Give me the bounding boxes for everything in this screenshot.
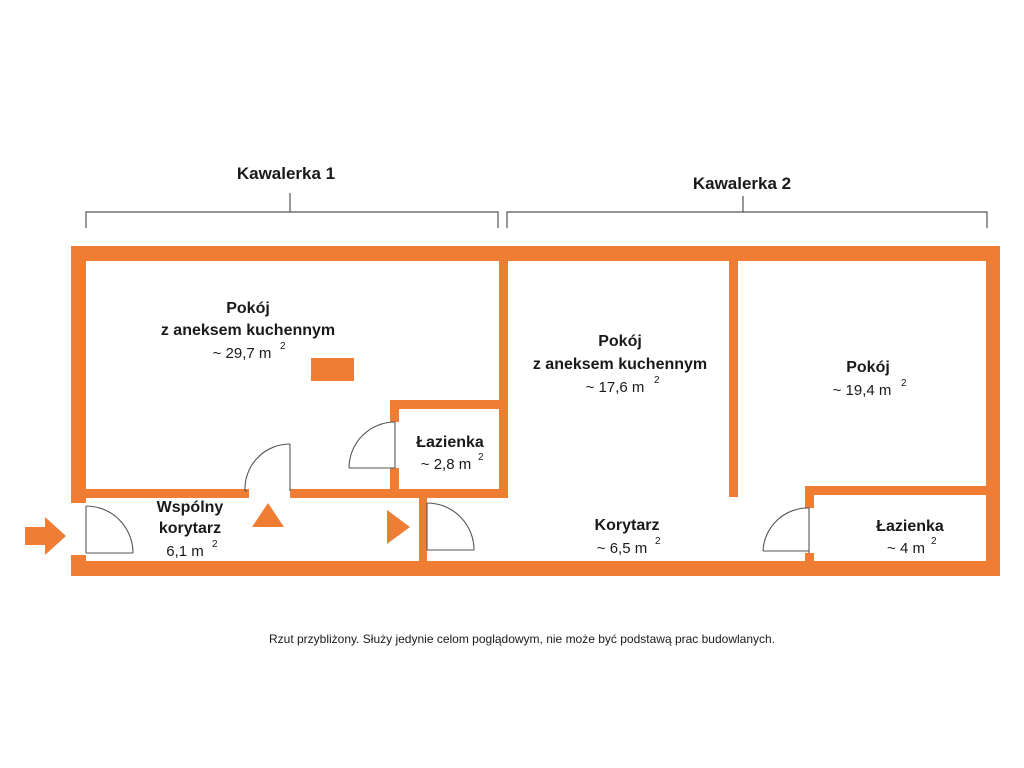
- walls: [71, 246, 1000, 576]
- entrance-door: [85, 505, 134, 554]
- room-name-line2: z aneksem kuchennym: [161, 322, 335, 339]
- wall-room-divider: [729, 246, 738, 497]
- room-korytarz: Korytarz ~ 6,5 m 2: [595, 517, 661, 557]
- disclaimer-text: Rzut przybliżony. Służy jedynie celom po…: [269, 632, 775, 646]
- room-pokoj-1: Pokój z aneksem kuchennym ~ 29,7 m 2: [161, 300, 335, 362]
- area-unit-sup: 2: [654, 375, 660, 386]
- wall-divider-apartments: [499, 246, 508, 497]
- room-name: Korytarz: [595, 517, 660, 534]
- room-pokoj-2: Pokój z aneksem kuchennym ~ 17,6 m 2: [533, 333, 707, 396]
- room-pokoj-3: Pokój ~ 19,4 m 2: [833, 359, 907, 399]
- room-wspolny-korytarz: Wspólny korytarz 6,1 m 2: [157, 499, 224, 560]
- wall-bathroom1-left-lower: [390, 468, 399, 498]
- room-name-line1: Pokój: [598, 333, 642, 350]
- room-area: ~ 2,8 m: [421, 456, 471, 473]
- wall-shared-corridor-top-left: [71, 489, 249, 498]
- room-name: Pokój: [846, 359, 890, 376]
- room-name-line1: Pokój: [226, 300, 270, 317]
- door-room1: [244, 443, 291, 492]
- entrance-arrow-icon: [25, 517, 66, 555]
- apartment-bracket-2: [506, 196, 988, 228]
- room-lazienka-1: Łazienka ~ 2,8 m 2: [416, 434, 484, 473]
- area-unit-sup: 2: [931, 536, 937, 547]
- wall-left-upper: [71, 246, 86, 503]
- room-area: ~ 4 m: [887, 540, 925, 557]
- markers: [25, 503, 410, 555]
- room-lazienka-2: Łazienka ~ 4 m 2: [876, 518, 944, 557]
- room-name: Łazienka: [416, 434, 484, 451]
- area-unit-sup: 2: [212, 539, 218, 550]
- wall-corridor-divider: [419, 497, 427, 576]
- door-bathroom1: [348, 421, 396, 469]
- up-arrow-icon: [252, 503, 284, 527]
- wall-right: [986, 246, 1000, 576]
- apartment-label-2: Kawalerka 2: [693, 174, 791, 193]
- room-area: ~ 29,7 m: [213, 345, 272, 362]
- area-unit-sup: 2: [280, 341, 286, 352]
- kitchen-block: [311, 358, 354, 381]
- area-unit-sup: 2: [655, 536, 661, 547]
- wall-bathroom2-left-lower: [805, 553, 814, 576]
- wall-left-lower: [71, 555, 86, 576]
- door-bathroom2: [762, 507, 810, 553]
- room-area: ~ 6,5 m: [597, 540, 647, 557]
- room-area: 6,1 m: [166, 543, 204, 560]
- room-area: ~ 19,4 m: [833, 382, 892, 399]
- room-name: Łazienka: [876, 518, 944, 535]
- area-unit-sup: 2: [478, 452, 484, 463]
- wall-bathroom1-top: [390, 400, 508, 409]
- wall-bottom: [71, 561, 1000, 576]
- doors: [85, 421, 810, 554]
- right-arrow-icon: [387, 510, 410, 544]
- door-corridor: [426, 502, 475, 551]
- room-area: ~ 17,6 m: [586, 379, 645, 396]
- wall-bathroom1-left-upper: [390, 400, 399, 422]
- area-unit-sup: 2: [901, 378, 907, 389]
- room-name-line2: z aneksem kuchennym: [533, 356, 707, 373]
- apartment-label-1: Kawalerka 1: [237, 164, 335, 183]
- room-name-line2: korytarz: [159, 520, 221, 537]
- apartment-bracket-1: [85, 193, 499, 228]
- room-name-line1: Wspólny: [157, 499, 224, 516]
- wall-bathroom2-top: [805, 486, 1000, 495]
- wall-top: [71, 246, 1000, 261]
- wall-bathroom2-left-upper: [805, 486, 814, 508]
